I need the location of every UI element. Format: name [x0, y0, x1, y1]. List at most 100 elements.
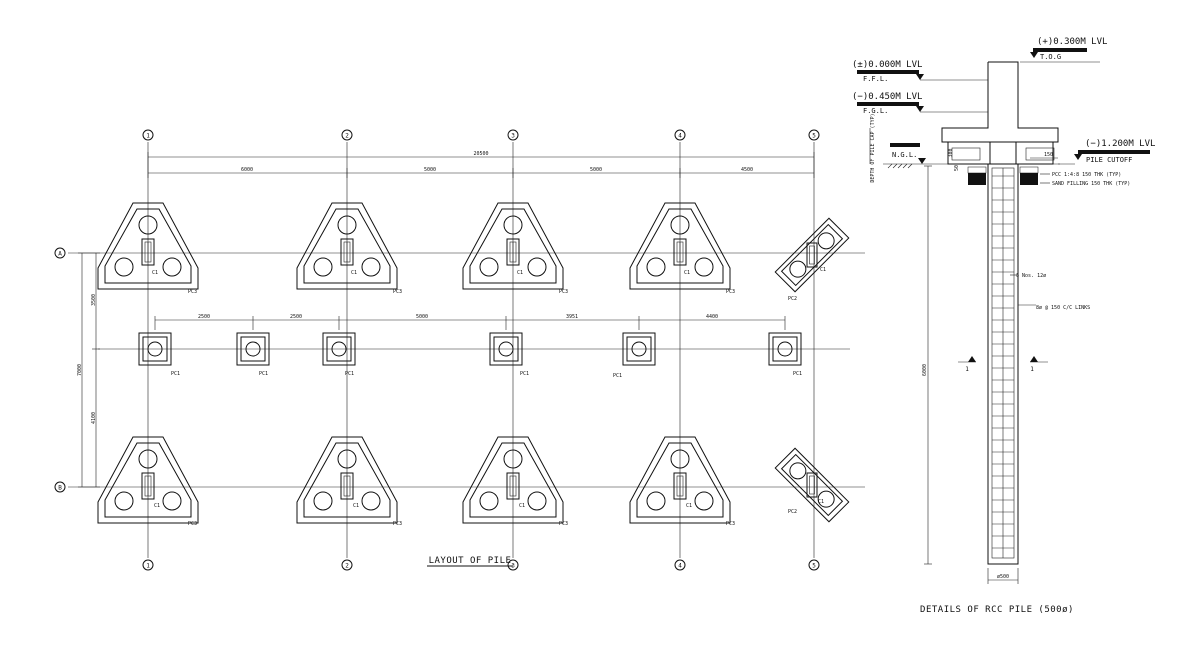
pile-cap-pc2: C1 PC2	[774, 447, 850, 523]
level-ffl: (±)0.000M LVL F.F.L.	[852, 60, 924, 83]
pile-cap-label: PC3	[188, 521, 197, 527]
dim-left: 7000	[77, 364, 83, 376]
pile-layout-plan: 1 2 3 4 5 1 2 3 4 5 A B	[54, 129, 865, 571]
section-mark-left: 1	[958, 356, 976, 373]
pile-cap-label: PC3	[726, 289, 735, 295]
dim-total: 20500	[473, 151, 488, 157]
level-value: (±)0.000M LVL	[852, 60, 922, 70]
level-tag: F.F.L.	[863, 75, 888, 83]
layout-title: LAYOUT OF PILE	[429, 556, 512, 566]
dim-cover: 50	[954, 165, 960, 171]
grid-col-label: 3	[511, 133, 515, 140]
column-label: C1	[154, 503, 160, 509]
grid-col-label: 2	[345, 133, 349, 140]
dim-left: 3500	[91, 294, 97, 306]
grid-col-label: 1	[146, 133, 150, 140]
level-value: (−)1.200M LVL	[1085, 139, 1155, 149]
grid-col-label: 2	[345, 563, 349, 570]
pile-cap-label: PC3	[559, 521, 568, 527]
level-tog: (+)0.300M LVL T.O.G	[1030, 37, 1107, 61]
pile-cap-label: PC3	[559, 289, 568, 295]
level-tag: F.G.L.	[863, 107, 888, 115]
grid-bubbles-left: A B	[54, 247, 66, 493]
hatch-ground	[887, 163, 913, 169]
dimension-top: 20500 6000 5000 5000 4500	[147, 151, 815, 178]
dim-span: 6000	[241, 167, 253, 173]
note-links: 8ø @ 150 C/C LINKS	[1036, 305, 1090, 311]
grid-col-label: 5	[812, 563, 816, 570]
pile-cap-pc3: C1 PC3	[296, 202, 402, 295]
grid-bubbles-top: 1 2 3 4 5	[142, 129, 820, 141]
note-sand: SAND FILLING 150 THK (TYP)	[1052, 181, 1130, 187]
pile-cap-pc2: C1 PC2	[774, 217, 850, 302]
column-label: C1	[351, 270, 357, 276]
column-label: C1	[684, 270, 690, 276]
pile-cap-pc1: PC1	[138, 332, 180, 377]
pile-cap-pc3: C1 PC3	[629, 202, 735, 295]
grid-col-label: 3	[511, 563, 515, 570]
pile-cap-label: PC1	[613, 373, 622, 379]
dimension-left: 3500 7000 4100	[77, 252, 100, 488]
note-bars: 6 Nos. 12ø	[1016, 273, 1046, 279]
level-ngl: N.G.L.	[890, 143, 926, 164]
grid-lines-horizontal	[68, 252, 865, 488]
grid-col-label: 4	[678, 563, 682, 570]
level-pile-cutoff: (−)1.200M LVL PILE CUTOFF	[1074, 139, 1155, 164]
grid-row-label: B	[58, 485, 62, 492]
level-value: (−)0.450M LVL	[852, 92, 922, 102]
dim-cap-side: 150	[1044, 152, 1053, 158]
pile-cap-label: PC1	[171, 371, 180, 377]
pile-cap-pc3: C1 PC3	[462, 202, 568, 295]
pile-cap-pc1: PC1	[768, 332, 802, 377]
level-value: (+)0.300M LVL	[1037, 37, 1107, 47]
pile-cap-label: PC1	[259, 371, 268, 377]
pile-cap-label: PC3	[726, 521, 735, 527]
grid-bubbles-bottom: 1 2 3 4 5	[142, 559, 820, 571]
pile-cap-pc3: C1 PC3	[296, 436, 402, 527]
svg-text:1: 1	[1030, 366, 1034, 373]
pile-cap-pc3: C1 PC3	[97, 202, 199, 295]
level-fgl: (−)0.450M LVL F.G.L.	[852, 92, 924, 115]
dimension-middle: 2500 2500 5000 3951 4400	[154, 314, 786, 330]
pile-cap-label: PC1	[520, 371, 529, 377]
pile-cap-label: PC2	[788, 296, 797, 302]
dim-span: 5000	[590, 167, 602, 173]
pile-cap-label: PC3	[393, 521, 402, 527]
dim-mid: 3951	[566, 314, 578, 320]
column-label: C1	[152, 270, 158, 276]
column-label: C1	[353, 503, 359, 509]
dim-mid: 5000	[416, 314, 428, 320]
dim-mid: 4400	[706, 314, 718, 320]
pile-cap-pc3: C1 PC3	[629, 436, 735, 527]
grid-col-label: 4	[678, 133, 682, 140]
grid-col-label: 5	[812, 133, 816, 140]
pile-cap-pc1: PC1	[322, 332, 356, 377]
grid-lines-vertical	[147, 142, 815, 558]
column-label: C1	[519, 503, 525, 509]
pile-cap-pc3: C1 PC3	[462, 436, 568, 527]
note-pcc: PCC 1:4:8 150 THK (TYP)	[1052, 172, 1121, 178]
pile-cap-label: PC3	[188, 289, 197, 295]
grid-col-label: 1	[146, 563, 150, 570]
pile-cap-label: PC2	[788, 509, 797, 515]
dim-mid: 2500	[290, 314, 302, 320]
grid-row-label: A	[58, 251, 62, 258]
column-label: C1	[686, 503, 692, 509]
column-label: C1	[818, 499, 824, 505]
pile-cap-pc3: C1 PC3	[97, 436, 199, 527]
detail-title: DETAILS OF RCC PILE (500ø)	[920, 605, 1074, 615]
pile-cap-label: PC1	[793, 371, 802, 377]
pile-cap-pc1: PC1	[613, 332, 656, 379]
section-mark-right: 1	[1030, 356, 1048, 373]
level-tag: PILE CUTOFF	[1086, 156, 1132, 164]
dim-mid: 2500	[198, 314, 210, 320]
svg-text:1: 1	[965, 366, 969, 373]
pile-cap-label: PC3	[393, 289, 402, 295]
pile-cap-pc1: PC1	[236, 332, 270, 377]
pile-cap-pc1: PC1	[489, 332, 529, 377]
dim-pile-diameter: ø500	[997, 574, 1009, 580]
level-tag: T.O.G	[1040, 53, 1061, 61]
note-depth: DEPTH OF PILE CAP (TYP)	[870, 113, 876, 182]
column-label: C1	[517, 270, 523, 276]
